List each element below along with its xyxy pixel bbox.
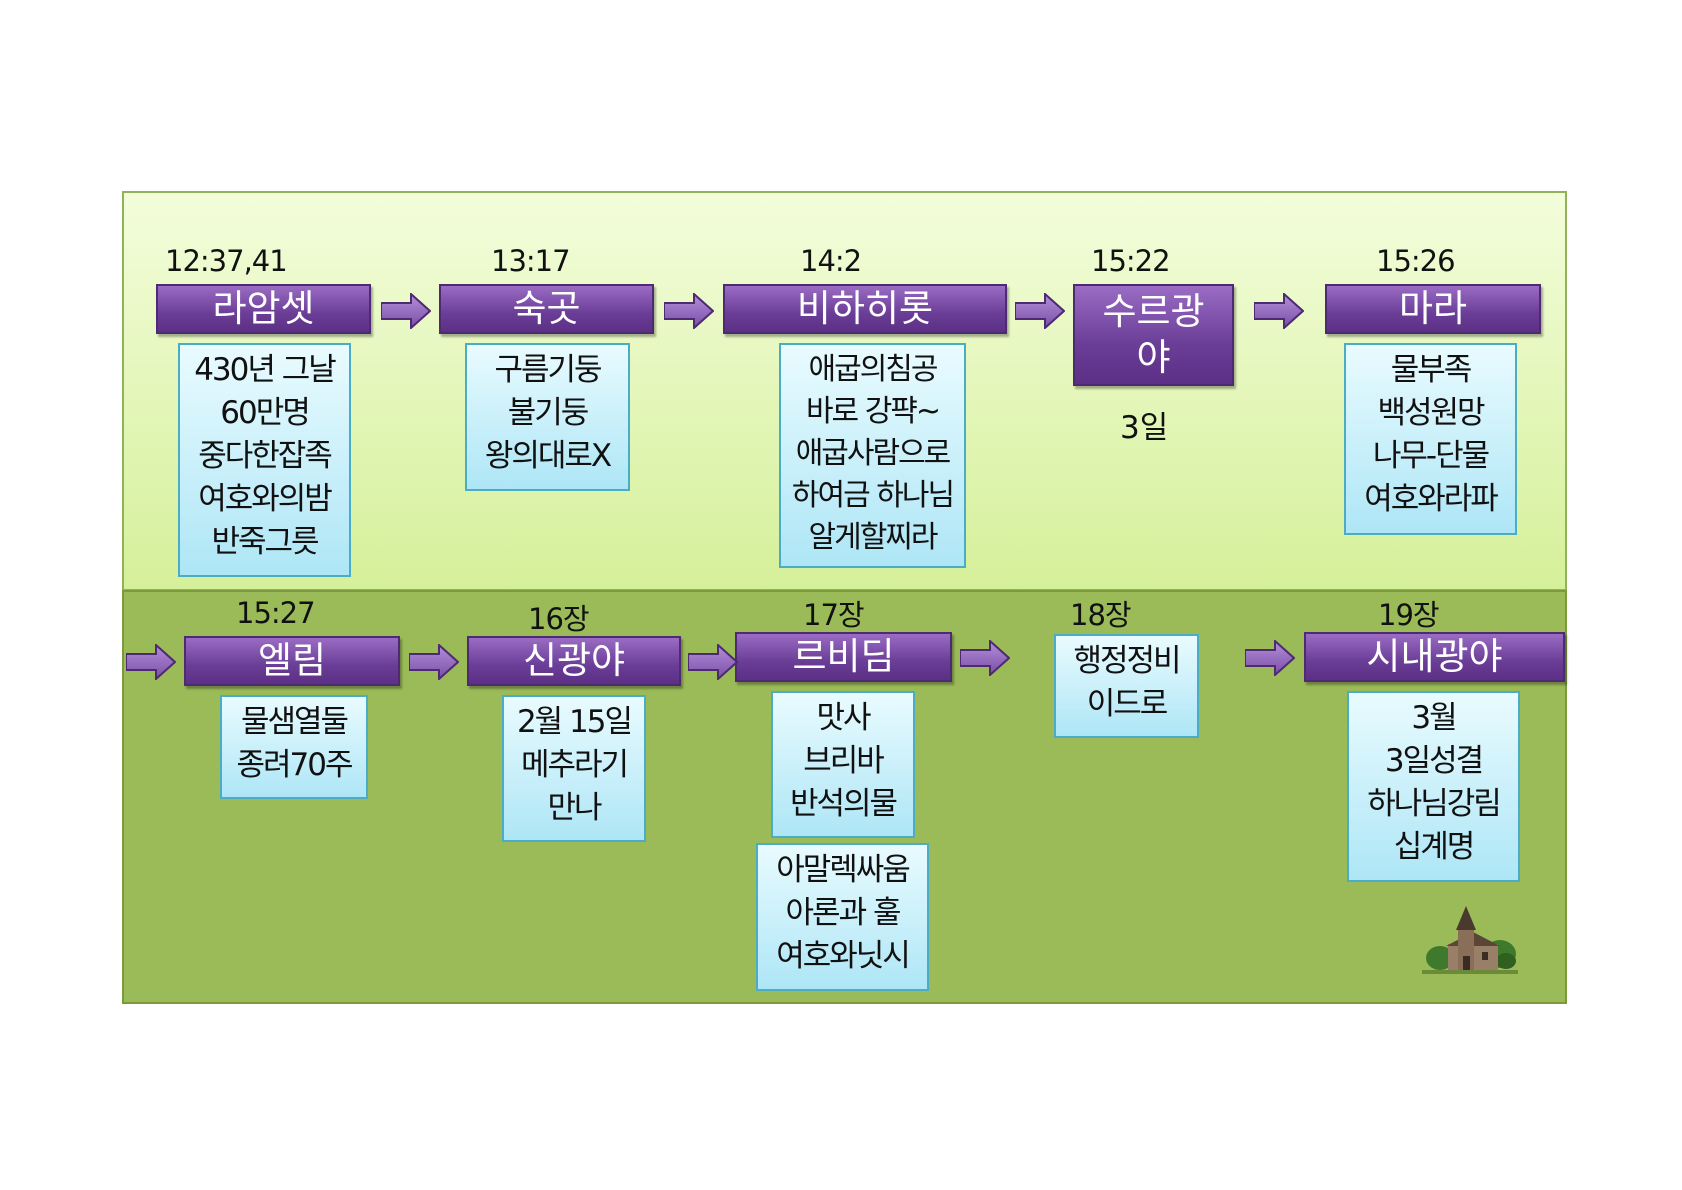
station-sukkot: 숙곳 — [439, 284, 654, 334]
notes-marah: 물부족 백성원망 나무-단물 여호와라파 — [1344, 343, 1517, 535]
notes-elim: 물샘열둘 종려70주 — [220, 695, 368, 799]
arrow-right-icon — [1245, 640, 1295, 676]
ref-sin: 16장 — [528, 602, 590, 636]
notes-ch18: 행정정비 이드로 — [1054, 634, 1199, 738]
notes-sin: 2월 15일 메추라기 만나 — [502, 695, 646, 842]
notes-pihahiroth: 애굽의침공 바로 강퍅~ 애굽사람으로 하여금 하나님 알게할찌라 — [779, 343, 966, 568]
station-sin: 신광야 — [467, 636, 681, 686]
arrow-right-icon — [1015, 293, 1065, 329]
ref-shur: 15:22 — [1091, 244, 1171, 278]
shur-days: 3일 — [1120, 410, 1169, 446]
church-icon — [1422, 906, 1518, 974]
ref-elim: 15:27 — [236, 596, 316, 630]
ref-sinai: 19장 — [1378, 598, 1440, 632]
notes-rephidim: 맛사 브리바 반석의물 — [771, 691, 915, 838]
notes-rephidim-amalek: 아말렉싸움 아론과 훌 여호와닛시 — [756, 843, 929, 991]
ref-rephidim: 17장 — [803, 598, 865, 632]
notes-raamses: 430년 그날 60만명 중다한잡족 여호와의밤 반죽그릇 — [178, 343, 351, 577]
arrow-right-icon — [1254, 293, 1304, 329]
station-shur: 수르광 야 — [1073, 284, 1234, 386]
arrow-right-icon — [381, 293, 431, 329]
arrow-right-icon — [688, 644, 738, 680]
notes-sinai: 3월 3일성결 하나님강림 십계명 — [1347, 691, 1520, 882]
station-marah: 마라 — [1325, 284, 1541, 334]
station-elim: 엘림 — [184, 636, 400, 686]
arrow-right-icon — [126, 644, 176, 680]
station-raamses: 라암셋 — [156, 284, 371, 334]
arrow-right-icon — [664, 293, 714, 329]
ref-sukkot: 13:17 — [491, 244, 571, 278]
ref-pihahiroth: 14:2 — [800, 244, 862, 278]
notes-sukkot: 구름기둥 불기둥 왕의대로X — [465, 343, 630, 491]
arrow-right-icon — [960, 640, 1010, 676]
ref-ch18: 18장 — [1070, 598, 1132, 632]
station-sinai: 시내광야 — [1304, 632, 1565, 682]
arrow-right-icon — [409, 644, 459, 680]
ref-raamses: 12:37,41 — [165, 244, 288, 278]
station-rephidim: 르비딤 — [735, 632, 952, 682]
station-pihahiroth: 비하히롯 — [723, 284, 1007, 334]
ref-marah: 15:26 — [1376, 244, 1456, 278]
